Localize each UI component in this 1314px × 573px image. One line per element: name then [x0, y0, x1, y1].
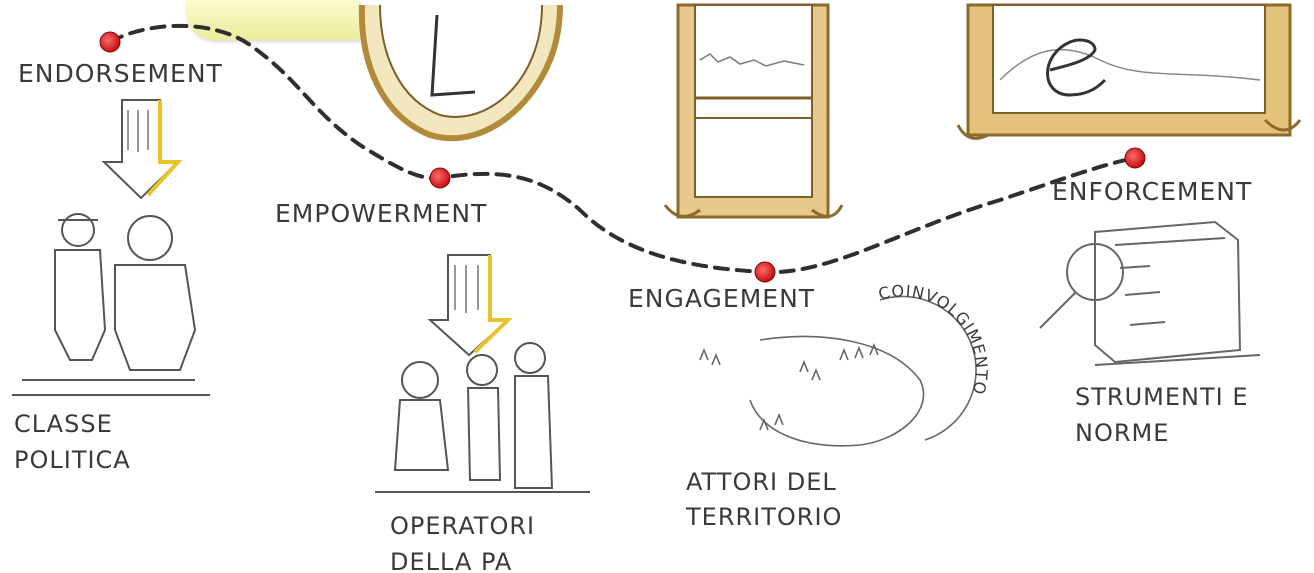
community-illustration — [700, 296, 976, 445]
target-label-classe-line2: POLITICA — [14, 446, 131, 474]
enforcement-dot — [1125, 148, 1145, 168]
empowerment-dot — [430, 168, 450, 188]
stage-label-empowerment: EMPOWERMENT — [275, 199, 487, 228]
down-arrow-icon-2 — [430, 255, 508, 355]
stage-label-enforcement: ENFORCEMENT — [1052, 177, 1252, 206]
stage-label-endorsement: ENDORSEMENT — [18, 59, 223, 88]
stage-label-engagement: ENGAGEMENT — [628, 284, 815, 313]
target-label-attori-line2: TERRITORIO — [685, 503, 842, 531]
down-arrow-icon — [104, 100, 178, 198]
tall-frame — [665, 5, 842, 217]
book-magnifier-illustration — [1040, 222, 1260, 365]
target-label-strumenti-line1: STRUMENTI E — [1075, 383, 1249, 411]
endorsement-dot — [100, 32, 120, 52]
target-label-classe-line1: CLASSE — [14, 410, 113, 438]
politicians-illustration — [12, 214, 210, 395]
engagement-dot — [755, 262, 775, 282]
target-label-operatori-line1: OPERATORI — [390, 512, 535, 540]
target-label-strumenti-line2: NORME — [1075, 419, 1169, 447]
operators-illustration — [375, 343, 590, 492]
target-label-operatori-line2: DELLA PA — [390, 548, 512, 573]
circle-text-label: COINVOLGIMENTO — [876, 281, 991, 397]
landscape-frame — [958, 5, 1300, 138]
target-label-attori-line1: ATTORI DEL — [686, 468, 837, 496]
